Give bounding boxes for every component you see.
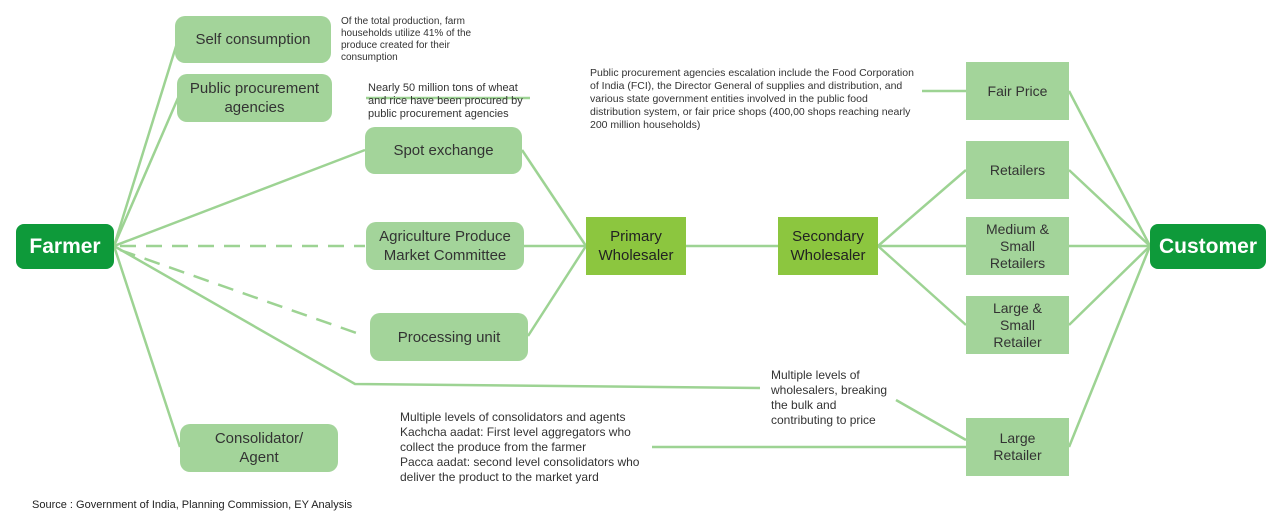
edge-processing-primary [526, 245, 588, 337]
edge-wholesaler-note-large-retailer [895, 398, 967, 442]
edge-secondary-retailers [877, 169, 967, 247]
spot-exchange-label: Spot exchange [393, 142, 494, 159]
retailers-node: Retailers [966, 141, 1069, 199]
large-small-retailer-label: Large & Small Retailer [992, 299, 1043, 350]
source-caption: Source : Government of India, Planning C… [32, 499, 353, 511]
edge-farmer-processing-unit [119, 248, 366, 338]
large-small-retailer-node: Large & Small Retailer [966, 296, 1069, 354]
processing-unit-node: Processing unit [370, 313, 528, 361]
edge-spot-primary [520, 149, 588, 247]
edge-fairprice-customer [1067, 90, 1152, 247]
edge-farmer-self-consumption [112, 39, 180, 247]
farmer-label: Farmer [29, 235, 101, 258]
consolidator-note-line-3: collect the produce from the farmer [400, 440, 587, 454]
edge-farmer-public-procurement [112, 97, 180, 247]
consolidator-note-line-1: Multiple levels of consolidators and age… [400, 410, 626, 424]
edge-farmer-spot-exchange [113, 148, 366, 248]
large-retailer-label: Large Retailer [993, 430, 1042, 463]
consolidator-note-line-4: Pacca aadat: second level consolidators … [400, 455, 640, 469]
primary-wholesaler-label: Primary Wholesaler [598, 228, 674, 264]
procurement-agencies-note: Public procurement agencies escalation i… [590, 67, 914, 131]
processing-unit-label: Processing unit [397, 328, 501, 346]
secondary-wholesaler-node: Secondary Wholesaler [778, 217, 878, 275]
customer-label: Customer [1158, 235, 1258, 258]
large-retailer-node: Large Retailer [966, 418, 1069, 476]
spot-exchange-node: Spot exchange [365, 127, 522, 174]
consolidator-note-line-5: deliver the product to the market yard [400, 470, 599, 484]
farmer-node: Farmer [16, 224, 114, 269]
consolidator-node: Consolidator/ Agent [180, 424, 338, 472]
consolidator-label: Consolidator/ Agent [214, 430, 304, 466]
fair-price-node: Fair Price [966, 62, 1069, 120]
edge-secondary-large-small [877, 245, 967, 326]
consolidator-note: Multiple levels of consolidators and age… [400, 410, 652, 485]
medium-small-retailers-node: Medium & Small Retailers [966, 217, 1069, 275]
edge-largesmall-customer [1068, 245, 1151, 326]
fair-price-label: Fair Price [987, 82, 1048, 99]
medium-small-retailers-label: Medium & Small Retailers [985, 220, 1050, 271]
apmc-node: Agriculture Produce Market Committee [366, 222, 524, 270]
edge-large-customer [1067, 245, 1152, 448]
secondary-wholesaler-label: Secondary Wholesaler [790, 228, 866, 264]
primary-wholesaler-node: Primary Wholesaler [586, 217, 686, 275]
edge-farmer-wholesaler-levels [113, 244, 761, 390]
edge-farmer-consolidator [112, 245, 182, 448]
wholesaler-levels-note: Multiple levels of wholesalers, breaking… [771, 368, 888, 427]
customer-node: Customer [1150, 224, 1266, 269]
self-consumption-note: Of the total production, farm households… [341, 16, 472, 63]
public-procurement-node: Public procurement agencies [177, 74, 332, 122]
self-consumption-label: Self consumption [195, 31, 311, 48]
procurement-volume-note: Nearly 50 million tons of wheat and rice… [368, 82, 523, 120]
edge-retailers-customer [1068, 169, 1151, 247]
self-consumption-node: Self consumption [175, 16, 331, 63]
consolidator-note-line-2: Kachcha aadat: First level aggregators w… [400, 425, 631, 439]
retailers-label: Retailers [989, 161, 1046, 178]
public-procurement-label: Public procurement agencies [189, 80, 320, 116]
apmc-label: Agriculture Produce Market Committee [379, 228, 511, 264]
